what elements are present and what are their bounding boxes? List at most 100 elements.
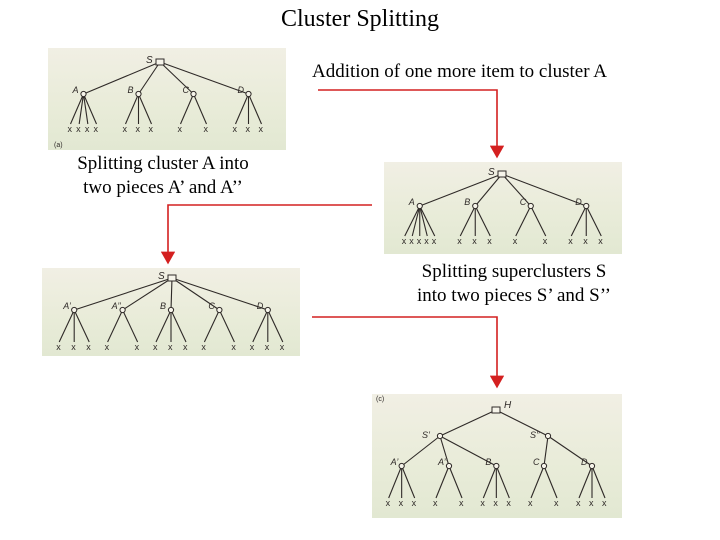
tree-edge [122, 277, 173, 311]
tree-edge [419, 205, 428, 237]
figure-label: (a) [54, 142, 63, 149]
tree-edge [474, 205, 491, 237]
leaf-label: x [543, 236, 548, 246]
cluster-node [540, 462, 548, 470]
tree-edge [137, 93, 153, 125]
tree-edge [482, 465, 497, 499]
tree-edge [435, 465, 450, 499]
cluster-label: A [408, 197, 415, 207]
tree-edge [69, 93, 85, 125]
cluster-label: C [208, 301, 215, 311]
tree-edge [585, 205, 602, 237]
leaf-label: x [409, 236, 414, 246]
root-label: S [488, 167, 495, 178]
leaf-label: x [105, 342, 110, 352]
tree-edge [170, 309, 187, 343]
tree-edge [411, 205, 421, 237]
cluster-label: A [72, 85, 79, 95]
cluster-node [190, 90, 197, 98]
arrow-addition [318, 89, 505, 159]
cluster-node [80, 90, 87, 98]
leaf-label: x [399, 498, 404, 508]
tree-edge [578, 465, 593, 499]
figure-label: (c) [376, 396, 384, 403]
cluster-node [167, 306, 175, 314]
page-title: Cluster Splitting [280, 6, 439, 32]
cluster-label: B [128, 85, 134, 95]
cluster-label: B [160, 301, 166, 311]
tree-edge [159, 61, 249, 95]
tree-edge [159, 61, 194, 95]
leaf-label: x [433, 498, 438, 508]
cluster-node [71, 306, 78, 314]
leaf-label: x [386, 498, 391, 508]
leaf-label: x [149, 124, 154, 134]
leaf-label: x [56, 342, 61, 352]
leaf-label: x [68, 124, 73, 134]
leaf-label: x [583, 236, 588, 246]
supercluster-label: S’’ [530, 430, 541, 440]
tree-edge [74, 277, 173, 311]
cluster-node [588, 462, 596, 470]
leaf-label: x [568, 236, 573, 246]
cluster-node [583, 202, 590, 210]
cluster-label: A’ [62, 301, 72, 311]
tree-edge [179, 93, 195, 125]
tree-edge [591, 465, 606, 499]
leaf-label: x [168, 342, 173, 352]
leaf-label: x [204, 124, 209, 134]
tree-edge [515, 205, 532, 237]
cluster-label: C [520, 197, 527, 207]
leaf-label: x [183, 342, 188, 352]
tree-edge [78, 93, 85, 125]
cluster-label: A’ [390, 457, 400, 467]
tree-edge [171, 277, 220, 311]
leaf-label: x [71, 342, 76, 352]
root-node [497, 170, 507, 178]
leaf-label: x [432, 236, 437, 246]
tree-edge [124, 93, 140, 125]
tree-edge [170, 277, 173, 311]
tree-edge [543, 465, 558, 499]
leaf-label: x [424, 236, 429, 246]
leaf-label: x [246, 124, 251, 134]
leaf-label: x [554, 498, 559, 508]
tree-edge [530, 465, 545, 499]
caption-addition-text: Addition of one more item to cluster A [312, 61, 607, 82]
cluster-node [493, 462, 500, 470]
tree-edge [547, 435, 593, 467]
cluster-label: B [464, 197, 470, 207]
tree-edge [419, 205, 436, 237]
tree-edge [448, 465, 463, 499]
tree-edge [543, 435, 549, 467]
tree-edge [234, 93, 250, 125]
tree-edge [459, 205, 476, 237]
cluster-label: A’’ [437, 457, 448, 467]
tree-edge [501, 173, 532, 207]
root-node [491, 406, 501, 414]
caption-split-a-line2: two pieces A’ and A’’ [83, 177, 243, 198]
leaf-label: x [417, 236, 422, 246]
leaf-label: x [201, 342, 206, 352]
leaf-label: x [123, 124, 128, 134]
tree-edge [501, 173, 587, 207]
tree-edge [495, 409, 549, 437]
root-node [155, 58, 165, 66]
cluster-node [245, 90, 252, 98]
caption-split-s-line2: into two pieces S’ and S’’ [416, 285, 611, 306]
tree-edge [192, 93, 208, 125]
caption-addition: Addition of one more item to cluster A [312, 60, 692, 84]
supercluster-label: S’ [422, 430, 431, 440]
tree-edge [388, 465, 403, 499]
tree-edge [58, 309, 75, 343]
leaf-label: x [231, 342, 236, 352]
leaf-label: x [250, 342, 255, 352]
tree-edge [171, 277, 268, 311]
tree-edge [419, 173, 503, 207]
root-label: S [158, 271, 165, 282]
caption-split-s-line1: Splitting superclusters S [421, 261, 607, 282]
